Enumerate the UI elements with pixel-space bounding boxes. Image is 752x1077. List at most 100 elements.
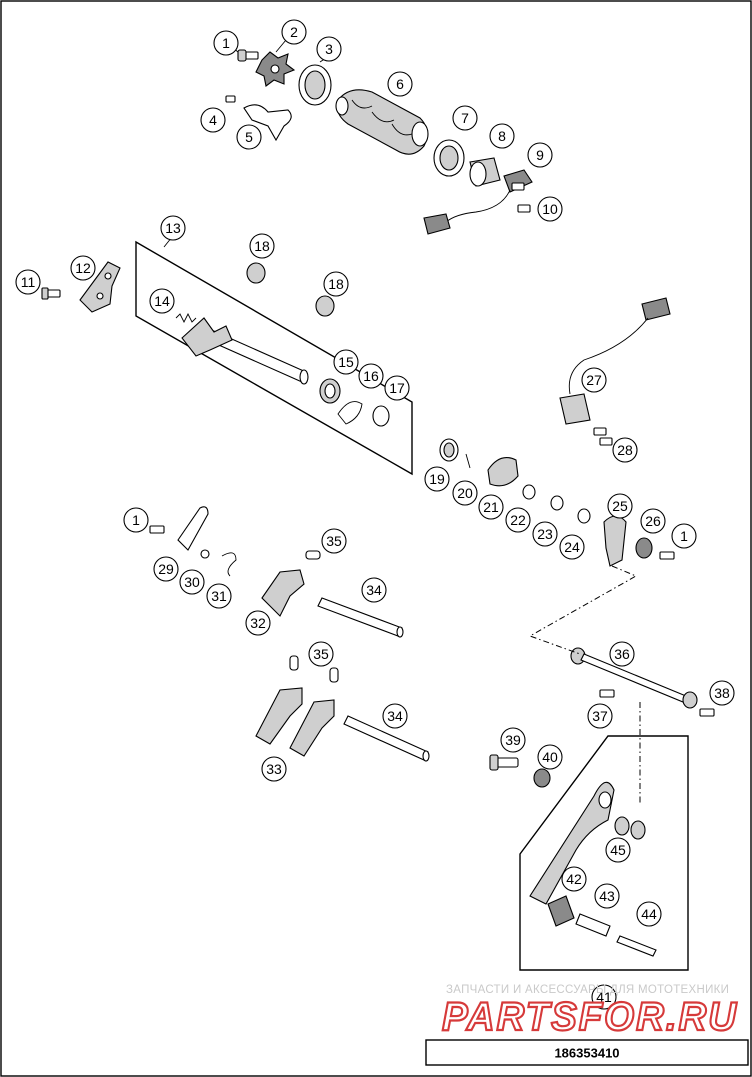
svg-text:21: 21 bbox=[483, 499, 499, 515]
callouts: 1 2 3 4 5 6 7 8 9 10 11 12 13 14 15 16 1… bbox=[15, 19, 735, 1010]
callout-3: 3 bbox=[316, 36, 342, 62]
callout-1: 1 bbox=[213, 30, 239, 56]
callout-41: 41 bbox=[591, 984, 617, 1010]
callout-8: 8 bbox=[489, 123, 515, 149]
svg-text:22: 22 bbox=[510, 512, 526, 528]
callout-13: 13 bbox=[160, 215, 186, 241]
svg-text:8: 8 bbox=[498, 128, 506, 144]
gear-sensor-cable bbox=[559, 297, 671, 446]
svg-text:2: 2 bbox=[290, 24, 298, 40]
svg-text:19: 19 bbox=[429, 471, 445, 487]
svg-text:18: 18 bbox=[254, 238, 270, 254]
part-number-box: 186353410 bbox=[425, 1039, 749, 1066]
svg-text:14: 14 bbox=[154, 293, 170, 309]
callout-26: 26 bbox=[640, 508, 666, 534]
callout-16: 16 bbox=[358, 363, 384, 389]
svg-text:43: 43 bbox=[599, 888, 615, 904]
svg-text:1: 1 bbox=[680, 528, 688, 544]
shift-linkage-rod bbox=[570, 647, 715, 717]
callout-12: 12 bbox=[70, 255, 96, 281]
svg-text:27: 27 bbox=[586, 372, 602, 388]
svg-text:34: 34 bbox=[366, 582, 382, 598]
svg-text:20: 20 bbox=[457, 485, 473, 501]
callout-24: 24 bbox=[559, 534, 585, 560]
svg-text:34: 34 bbox=[387, 708, 403, 724]
svg-text:36: 36 bbox=[614, 646, 630, 662]
svg-text:5: 5 bbox=[245, 129, 253, 145]
callout-6: 6 bbox=[387, 71, 413, 97]
svg-text:37: 37 bbox=[592, 708, 608, 724]
svg-text:4: 4 bbox=[209, 112, 217, 128]
callout-10: 10 bbox=[537, 196, 563, 222]
svg-text:38: 38 bbox=[714, 685, 730, 701]
svg-text:35: 35 bbox=[326, 533, 342, 549]
callout-18b: 18 bbox=[323, 271, 349, 297]
callout-38: 38 bbox=[709, 680, 735, 706]
callout-39: 39 bbox=[500, 727, 526, 753]
callout-14: 14 bbox=[149, 288, 175, 314]
callout-27: 27 bbox=[581, 367, 607, 393]
shift-lever-small-parts bbox=[149, 506, 237, 577]
callout-28: 28 bbox=[612, 437, 638, 463]
svg-text:32: 32 bbox=[250, 615, 266, 631]
callout-43: 43 bbox=[594, 883, 620, 909]
callout-21: 21 bbox=[478, 494, 504, 520]
callout-18a: 18 bbox=[249, 233, 275, 259]
callout-34a: 34 bbox=[361, 577, 387, 603]
watermark: ЗАПЧАСТИ И АКСЕССУАРЫ ДЛЯ МОТОТЕХНИКИ PA… bbox=[441, 984, 738, 1040]
watermark-tagline: ЗАПЧАСТИ И АКСЕССУАРЫ ДЛЯ МОТОТЕХНИКИ bbox=[446, 984, 729, 996]
svg-text:39: 39 bbox=[505, 732, 521, 748]
watermark-brand: PARTSFOR.RU bbox=[442, 995, 738, 1039]
guide-plate-group bbox=[41, 261, 121, 313]
svg-text:35: 35 bbox=[313, 646, 329, 662]
pedal-bolt-washer bbox=[489, 754, 551, 788]
linkage-dash-line bbox=[528, 565, 638, 655]
svg-text:16: 16 bbox=[363, 368, 379, 384]
part-number: 186353410 bbox=[554, 1046, 619, 1061]
svg-text:10: 10 bbox=[542, 201, 558, 217]
svg-text:33: 33 bbox=[266, 761, 282, 777]
svg-text:15: 15 bbox=[338, 354, 354, 370]
callout-2: 2 bbox=[281, 19, 307, 45]
callout-34b: 34 bbox=[382, 703, 408, 729]
callout-11: 11 bbox=[15, 269, 41, 295]
callout-22: 22 bbox=[505, 507, 531, 533]
callout-32: 32 bbox=[245, 610, 271, 636]
svg-text:28: 28 bbox=[617, 442, 633, 458]
svg-text:9: 9 bbox=[536, 147, 544, 163]
svg-text:29: 29 bbox=[158, 561, 174, 577]
shift-mechanism-row bbox=[439, 438, 675, 567]
svg-text:1: 1 bbox=[222, 35, 230, 51]
callout-5: 5 bbox=[236, 124, 262, 150]
shift-drum-group bbox=[225, 49, 533, 235]
svg-text:6: 6 bbox=[396, 76, 404, 92]
callout-17: 17 bbox=[384, 375, 410, 401]
callout-45: 45 bbox=[605, 837, 631, 863]
callout-31: 31 bbox=[206, 583, 232, 609]
callout-4: 4 bbox=[200, 107, 226, 133]
callout-40: 40 bbox=[537, 744, 563, 770]
callout-35b: 35 bbox=[308, 641, 334, 667]
parts-artwork bbox=[41, 49, 715, 971]
svg-text:45: 45 bbox=[610, 842, 626, 858]
callout-15: 15 bbox=[333, 349, 359, 375]
svg-text:40: 40 bbox=[542, 749, 558, 765]
shift-fork-lower bbox=[255, 655, 430, 762]
svg-text:23: 23 bbox=[537, 526, 553, 542]
shift-shaft-group bbox=[135, 240, 413, 476]
svg-text:12: 12 bbox=[75, 260, 91, 276]
svg-text:11: 11 bbox=[21, 274, 36, 290]
svg-text:25: 25 bbox=[612, 498, 628, 514]
svg-text:1: 1 bbox=[132, 512, 140, 528]
callout-33: 33 bbox=[261, 756, 287, 782]
svg-text:42: 42 bbox=[566, 871, 582, 887]
callout-44: 44 bbox=[636, 901, 662, 927]
callout-35a: 35 bbox=[321, 528, 347, 554]
svg-text:30: 30 bbox=[184, 574, 200, 590]
svg-text:13: 13 bbox=[165, 220, 181, 236]
callout-20: 20 bbox=[452, 480, 478, 506]
svg-text:41: 41 bbox=[596, 989, 612, 1005]
callout-37: 37 bbox=[587, 703, 613, 729]
callout-36: 36 bbox=[609, 641, 635, 667]
